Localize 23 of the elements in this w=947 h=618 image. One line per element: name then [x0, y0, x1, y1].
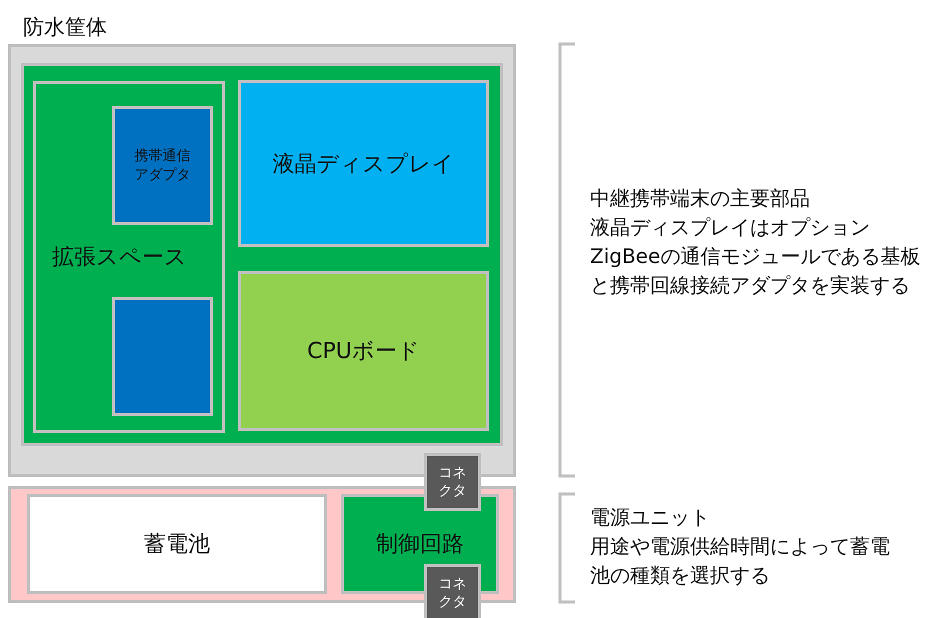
note-text: 中継携帯端末の主要部品 — [590, 185, 811, 212]
display-box — [238, 80, 489, 247]
node-label: コネクタ — [438, 574, 466, 612]
node-label: 携帯通信アダプタ — [134, 147, 190, 184]
connector-box — [424, 564, 481, 618]
node-label: 液晶ディスプレイ — [272, 150, 454, 178]
node-label: コネクタ — [438, 464, 466, 500]
note-text: 用途や電源供給時間によって蓄電池の種類を選択する — [590, 533, 890, 589]
cpu-board-box — [238, 271, 489, 431]
note-text: 電源ユニット — [590, 504, 711, 531]
board-area — [21, 63, 503, 446]
note-text: 液晶ディスプレイはオプション — [590, 214, 871, 241]
module-box — [112, 297, 213, 416]
expansion-space-box — [33, 81, 225, 433]
node-label: 制御回路 — [376, 531, 464, 559]
enclosure-heading: 防水筐体 — [23, 14, 107, 41]
connector-box — [424, 453, 481, 511]
battery-box — [27, 494, 327, 594]
node-label: 蓄電池 — [144, 531, 210, 559]
node-label: CPUボード — [307, 338, 420, 366]
adapter-box — [112, 106, 213, 225]
node-label: 拡張スペース — [52, 244, 187, 272]
note-text: ZigBeeの通信モジュールである基板と携帯回線接続アダプタを実装する — [590, 243, 922, 299]
